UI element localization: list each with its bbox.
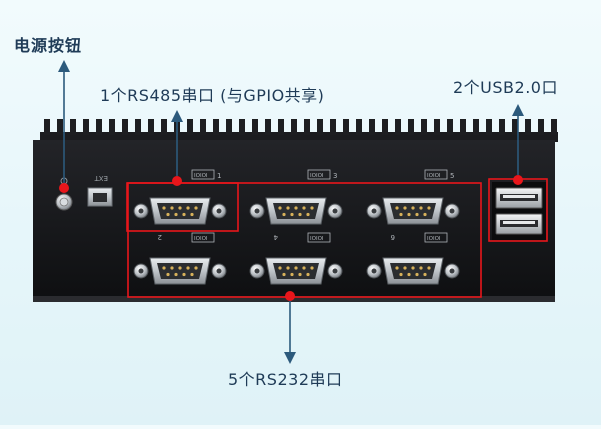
port-badge [191,169,215,180]
heatsink-fin [551,119,557,135]
heatsink-fin [70,119,76,135]
heatsink-fin [200,119,206,135]
port-number: 2 [158,233,162,241]
ext-label: EXT [94,174,108,182]
power-button-label: 电源按钮 [14,36,83,55]
port-badge-text: IOIOI [194,236,208,242]
heatsink-fin [343,119,349,135]
heatsink-fin [421,119,427,135]
heatsink-fin [525,119,531,135]
rs232-highlight-box [127,182,482,298]
heatsink-fin [226,119,232,135]
db9-serial-port-icon[interactable] [133,197,227,225]
rs485-port-label: 1个RS485串口 (与GPIO共享) [100,86,325,105]
annotation-dots [59,175,523,301]
heatsink-fin [486,119,492,135]
rs232-ports-label: 5个RS232串口 [228,370,343,389]
db9-serial-port-icon[interactable] [366,197,460,225]
heatsink-fin [57,119,63,135]
heatsink-fin [148,119,154,135]
heatsink-fin [395,119,401,135]
heatsink-fin [408,119,414,135]
db9-serial-port-icon[interactable] [249,257,343,285]
heatsink-fin [434,119,440,135]
heatsink-fin [161,119,167,135]
heatsink-fin [265,119,271,135]
port-number: 3 [333,172,337,180]
heatsink-fin [447,119,453,135]
port-badge-text: IOIOI [427,173,441,179]
heatsink-fin [44,119,50,135]
heatsink-fin [356,119,362,135]
db9-serial-port-icon[interactable] [366,257,460,285]
fin-group [44,119,557,135]
heatsink-fin [304,119,310,135]
power-button-icon[interactable] [55,193,73,211]
ethernet-port-icon[interactable] [87,187,113,207]
usb-port-stack [492,182,546,240]
heatsink-fin [252,119,258,135]
heatsink-fin [213,119,219,135]
heatsink-fin [122,119,128,135]
heatsink-fin [291,119,297,135]
heatsink-fin [330,119,336,135]
rs232-annotation-dot [285,291,295,301]
heatsink-fin [135,119,141,135]
port-badge [424,232,448,243]
port-number: 4 [273,233,278,241]
port-number: 6 [390,233,395,241]
port-badge [307,169,331,180]
port-badge [191,232,215,243]
port-badge-text: IOIOI [194,173,208,179]
usb-port-icon[interactable] [495,187,543,209]
db9-serial-port-icon[interactable] [249,197,343,225]
heatsink-fin [239,119,245,135]
usb-ports-label: 2个USB2.0口 [453,78,558,97]
port-number: 1 [217,172,221,180]
heatsink-fin [382,119,388,135]
annotation-arrows [58,60,524,364]
power-annotation-dot [59,183,69,193]
heatsink-fin [278,119,284,135]
db9-serial-port-icon[interactable] [133,257,227,285]
heatsink-fin [460,119,466,135]
port-badge-text: IOIOI [310,173,324,179]
heatsink-fin [538,119,544,135]
heatsink-fin [317,119,323,135]
port-badge-text: IOIOI [427,236,441,242]
heatsink-fin [512,119,518,135]
usb-port-icon[interactable] [495,213,543,235]
rs485-annotation-dot [172,176,182,186]
heatsink-fin [473,119,479,135]
heatsink-fin [369,119,375,135]
heatsink-fin [187,119,193,135]
heatsink-fin [83,119,89,135]
port-badge-text: IOIOI [310,236,324,242]
heatsink-fin [109,119,115,135]
heatsink-fin [499,119,505,135]
port-number: 5 [450,172,454,180]
heatsink-fins [40,132,558,142]
usb-annotation-dot [513,175,523,185]
heatsink-fin [96,119,102,135]
port-badge [424,169,448,180]
port-badge [307,232,331,243]
